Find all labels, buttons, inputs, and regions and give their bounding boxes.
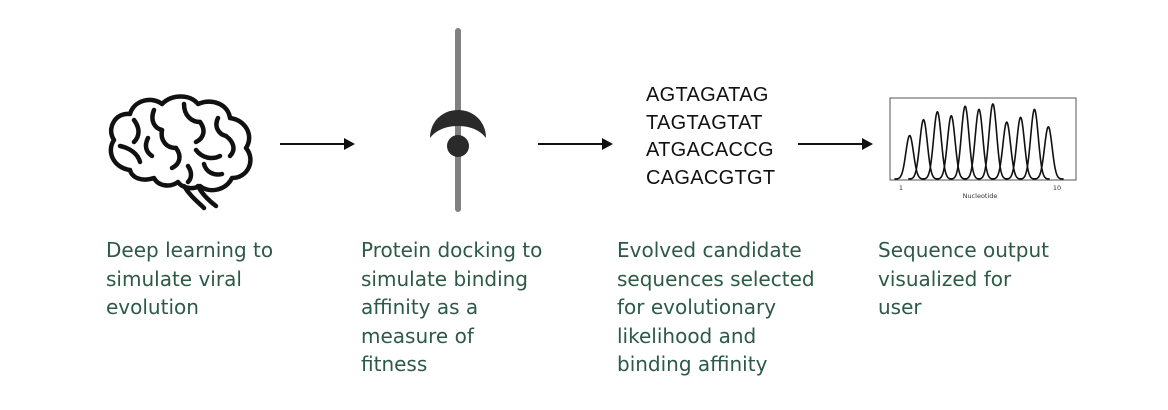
chromatogram-peak (1019, 108, 1050, 180)
chromatogram-peak (935, 114, 967, 180)
step-caption-sequence-output: Sequence output visualized for user (878, 238, 1049, 319)
chromatogram-peak (908, 118, 939, 180)
arrow-right-icon (280, 138, 355, 150)
chromatogram-peak (963, 108, 995, 180)
arrow-right-icon (798, 138, 873, 150)
sequence-list: AGTAGATAG TAGTAGTAT ATGACACCG CAGACGTGT (646, 82, 775, 192)
chart-frame (889, 97, 1077, 181)
sequence-item: ATGACACCG (646, 139, 774, 161)
step-caption-deep-learning: Deep learning to simulate viral evolutio… (106, 238, 274, 319)
sequence-item: TAGTAGTAT (646, 111, 763, 134)
step-caption-protein-docking: Protein docking to simulate binding affi… (361, 238, 543, 376)
chart-series (894, 102, 1064, 180)
chromatogram-peak (922, 110, 953, 180)
chromatogram-peak (894, 134, 925, 180)
x-tick-label: 10 (1053, 184, 1061, 192)
arrow-right-icon (538, 138, 613, 150)
sequence-item: AGTAGATAG (646, 84, 769, 106)
brain-icon (108, 94, 253, 211)
x-tick-label: 1 (899, 184, 903, 192)
x-axis-label: Nucleotide (963, 192, 998, 200)
sequence-item: CAGACGTGT (646, 166, 776, 189)
chromatogram-peak (949, 105, 981, 180)
protein-docking-icon (430, 28, 486, 212)
chromatogram-peak (1005, 116, 1036, 180)
chromatogram-icon: 1 10 Nucleotide (888, 96, 1080, 208)
chromatogram-peak (991, 121, 1022, 180)
step-caption-evolved-sequences: Evolved candidate sequences selected for… (617, 238, 815, 376)
chromatogram-peak (977, 102, 1009, 180)
chromatogram-peak (1033, 125, 1064, 180)
chromatogram-chart: 1 10 Nucleotide (889, 97, 1077, 200)
